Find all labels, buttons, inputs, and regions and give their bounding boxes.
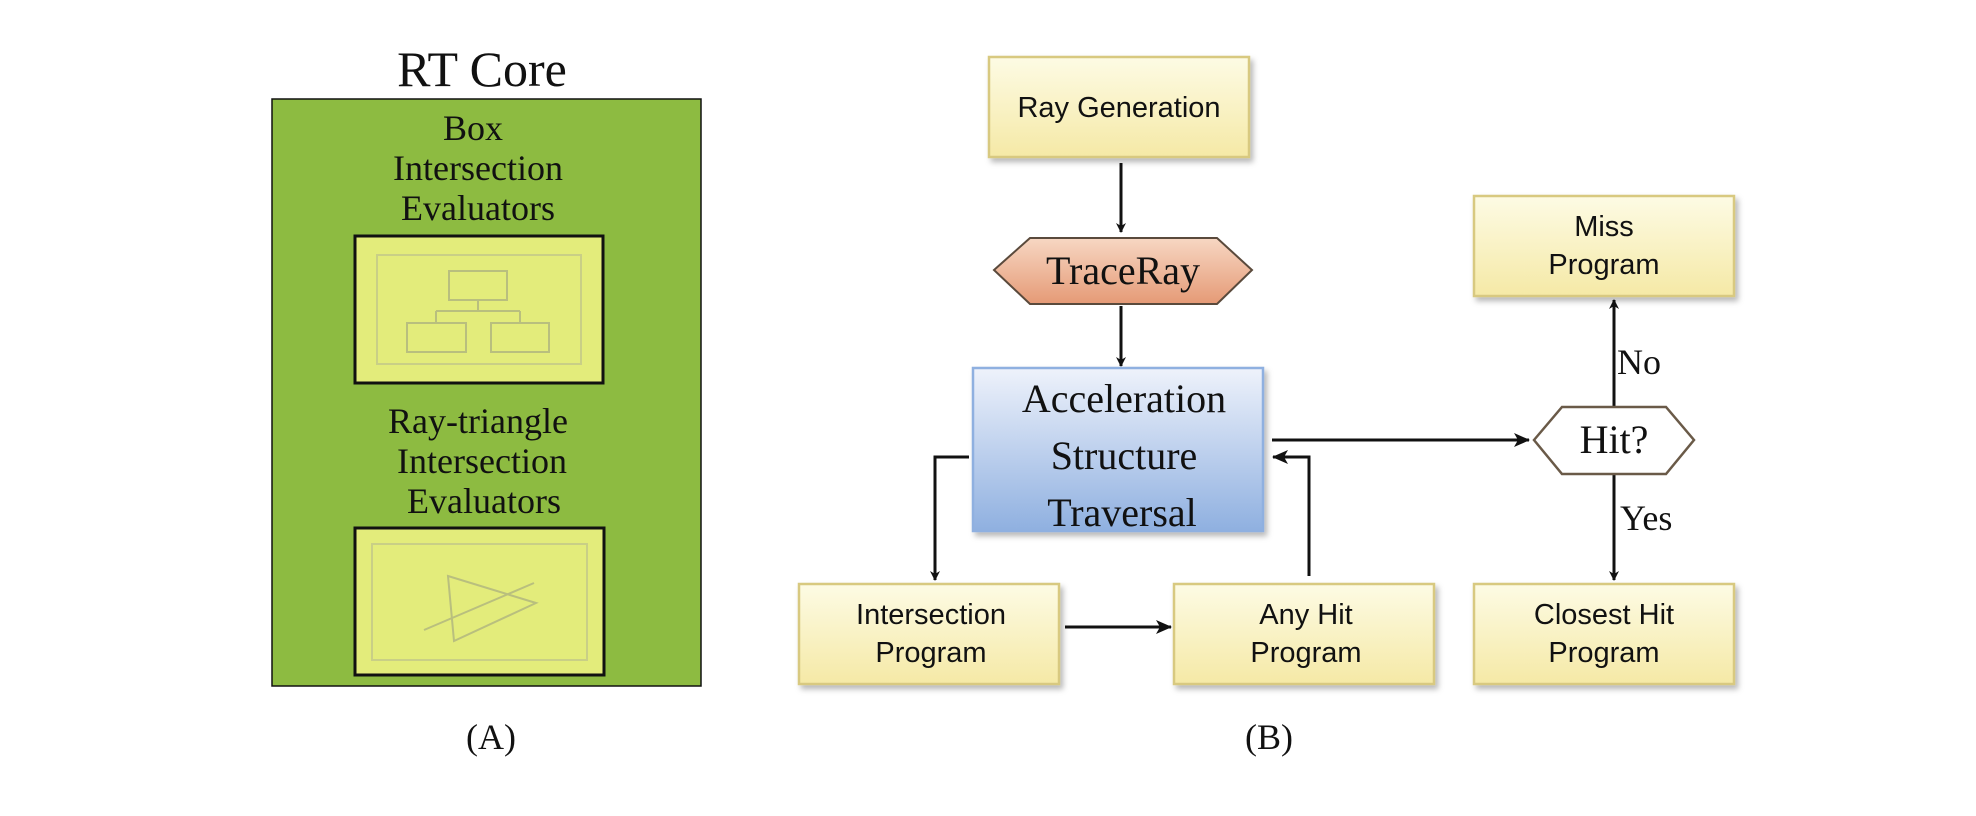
miss-label-line-1: Miss bbox=[1574, 211, 1634, 243]
intersection-program-node: Intersection Program bbox=[797, 582, 1061, 686]
yes-label: Yes bbox=[1620, 498, 1672, 538]
ray-triangle-icon bbox=[423, 574, 539, 643]
panel-a: RT Core Box Intersection Evaluators Ray-… bbox=[271, 41, 702, 757]
miss-label-line-2: Program bbox=[1548, 249, 1659, 281]
box-label-line-1: Box bbox=[443, 108, 503, 148]
caption-b: (B) bbox=[1245, 717, 1293, 757]
intersection-label-line-1: Intersection bbox=[856, 599, 1006, 631]
miss-program-node: Miss Program bbox=[1472, 194, 1736, 298]
closest-hit-program-node: Closest Hit Program bbox=[1472, 582, 1736, 686]
no-label: No bbox=[1617, 342, 1661, 382]
any-hit-label-line-2: Program bbox=[1250, 637, 1361, 669]
tri-label-line-1: Ray-triangle bbox=[388, 401, 568, 441]
intersection-label-line-2: Program bbox=[875, 637, 986, 669]
box-label-line-3: Evaluators bbox=[401, 188, 555, 228]
hit-label: Hit? bbox=[1580, 417, 1649, 462]
any-hit-label-line-1: Any Hit bbox=[1259, 599, 1352, 631]
box-evaluator-unit bbox=[353, 234, 605, 385]
hit-decision-node: Hit? bbox=[1532, 405, 1696, 476]
ray-generation-node: Ray Generation bbox=[987, 55, 1251, 159]
tri-label-line-3: Evaluators bbox=[407, 481, 561, 521]
panel-b: Ray Generation TraceRay Acceleration Str… bbox=[797, 55, 1736, 757]
ray-generation-label: Ray Generation bbox=[1017, 92, 1220, 124]
caption-a: (A) bbox=[466, 717, 516, 757]
any-hit-program-node: Any Hit Program bbox=[1172, 582, 1436, 686]
closest-hit-label-line-1: Closest Hit bbox=[1534, 599, 1674, 631]
tri-label-line-2: Intersection bbox=[397, 441, 567, 481]
edge-anyhit-to-accel bbox=[1272, 450, 1311, 576]
closest-hit-label-line-2: Program bbox=[1548, 637, 1659, 669]
edge-accel-to-intersection bbox=[930, 455, 969, 581]
rt-core-title: RT Core bbox=[397, 41, 567, 97]
triangle-evaluator-unit bbox=[353, 526, 606, 677]
tree-icon bbox=[406, 270, 550, 353]
accel-label-line-2: Structure bbox=[1051, 433, 1198, 478]
box-label-line-2: Intersection bbox=[393, 148, 563, 188]
traceray-node: TraceRay bbox=[992, 237, 1254, 305]
acceleration-traversal-node: Acceleration Structure Traversal bbox=[971, 366, 1265, 535]
traceray-label: TraceRay bbox=[1046, 248, 1200, 293]
accel-label-line-3: Traversal bbox=[1047, 490, 1197, 535]
accel-label-line-1: Acceleration bbox=[1022, 376, 1226, 421]
edges bbox=[930, 163, 1619, 634]
